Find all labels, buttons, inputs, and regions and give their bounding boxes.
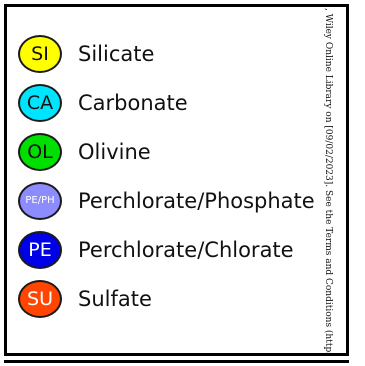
- legend-item-sulfate: SU Sulfate: [18, 275, 348, 323]
- perchlorate-phosphate-badge: PE/PH: [18, 182, 62, 220]
- olivine-badge: OL: [18, 133, 62, 171]
- silicate-badge: SI: [18, 35, 62, 73]
- mineral-legend: SI Silicate CA Carbonate OL Olivine PE/P…: [18, 30, 348, 324]
- silicate-label: Silicate: [78, 41, 155, 66]
- legend-item-perchlorate-phosphate: PE/PH Perchlorate/Phosphate: [18, 177, 348, 225]
- legend-item-olivine: OL Olivine: [18, 128, 348, 176]
- sulfate-label: Sulfate: [78, 286, 152, 311]
- legend-item-carbonate: CA Carbonate: [18, 79, 348, 127]
- olivine-label: Olivine: [78, 139, 151, 164]
- perchlorate-phosphate-label: Perchlorate/Phosphate: [78, 188, 315, 213]
- bottom-border: [4, 360, 349, 363]
- carbonate-badge: CA: [18, 84, 62, 122]
- carbonate-label: Carbonate: [78, 90, 188, 115]
- legend-item-perchlorate-chlorate: PE Perchlorate/Chlorate: [18, 226, 348, 274]
- perchlorate-chlorate-label: Perchlorate/Chlorate: [78, 237, 294, 262]
- legend-item-silicate: SI Silicate: [18, 30, 348, 78]
- sulfate-badge: SU: [18, 280, 62, 318]
- side-citation-line: , Wiley Online Library on [09/02/2023]. …: [323, 8, 333, 354]
- perchlorate-chlorate-badge: PE: [18, 231, 62, 269]
- side-citation-text: , Wiley Online Library on [09/02/2023]. …: [322, 8, 340, 354]
